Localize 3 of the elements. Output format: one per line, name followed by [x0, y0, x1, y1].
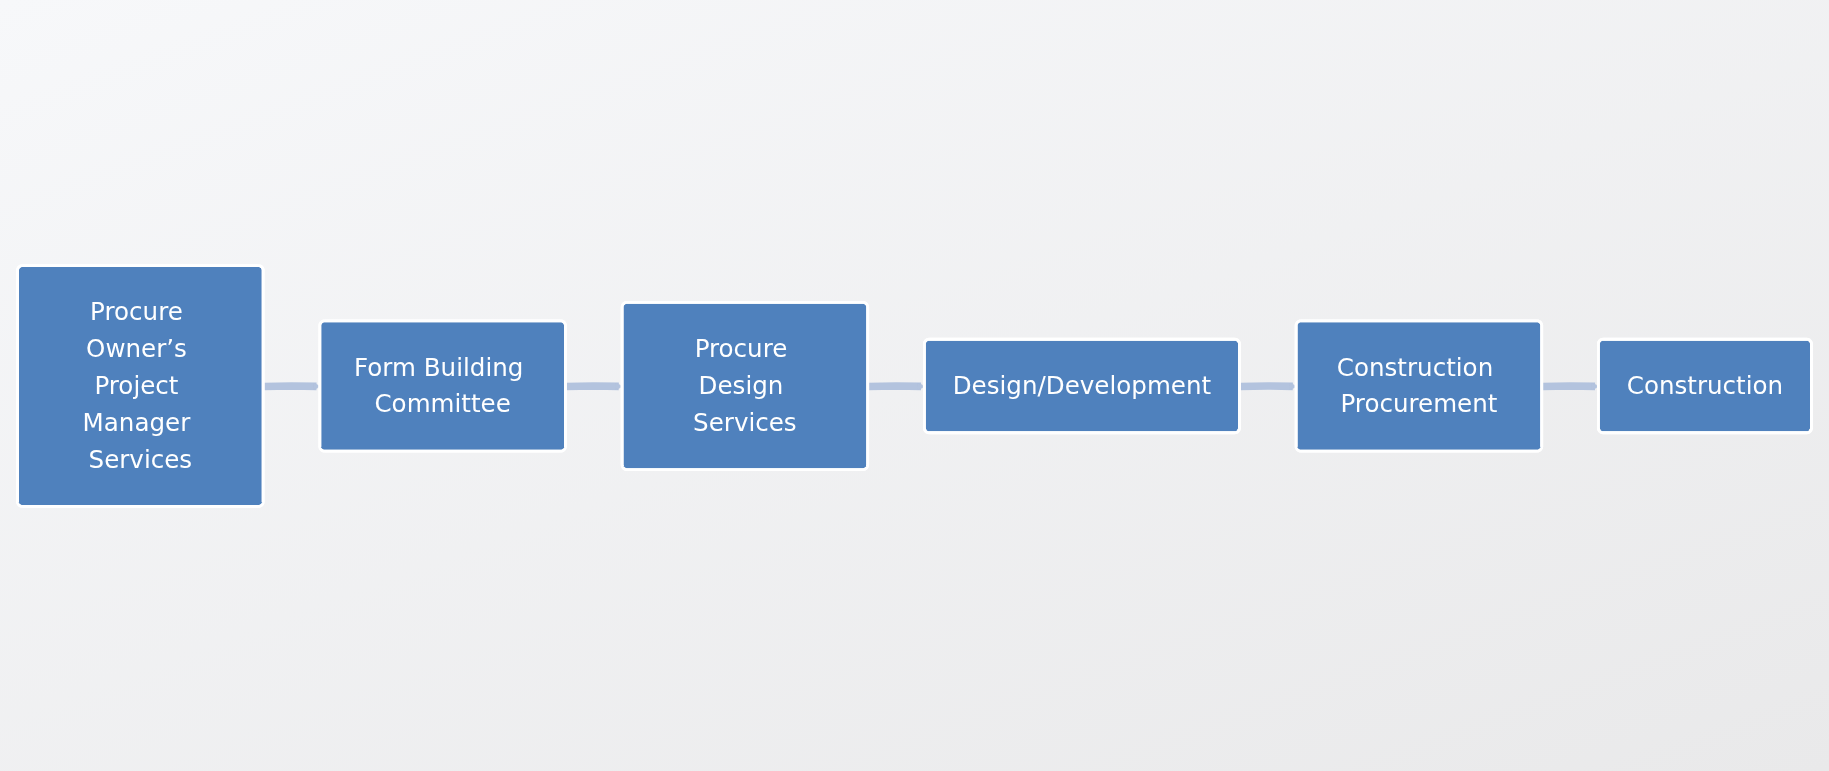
arrow [1239, 381, 1297, 390]
arrow [565, 381, 623, 390]
arrow [263, 381, 321, 390]
